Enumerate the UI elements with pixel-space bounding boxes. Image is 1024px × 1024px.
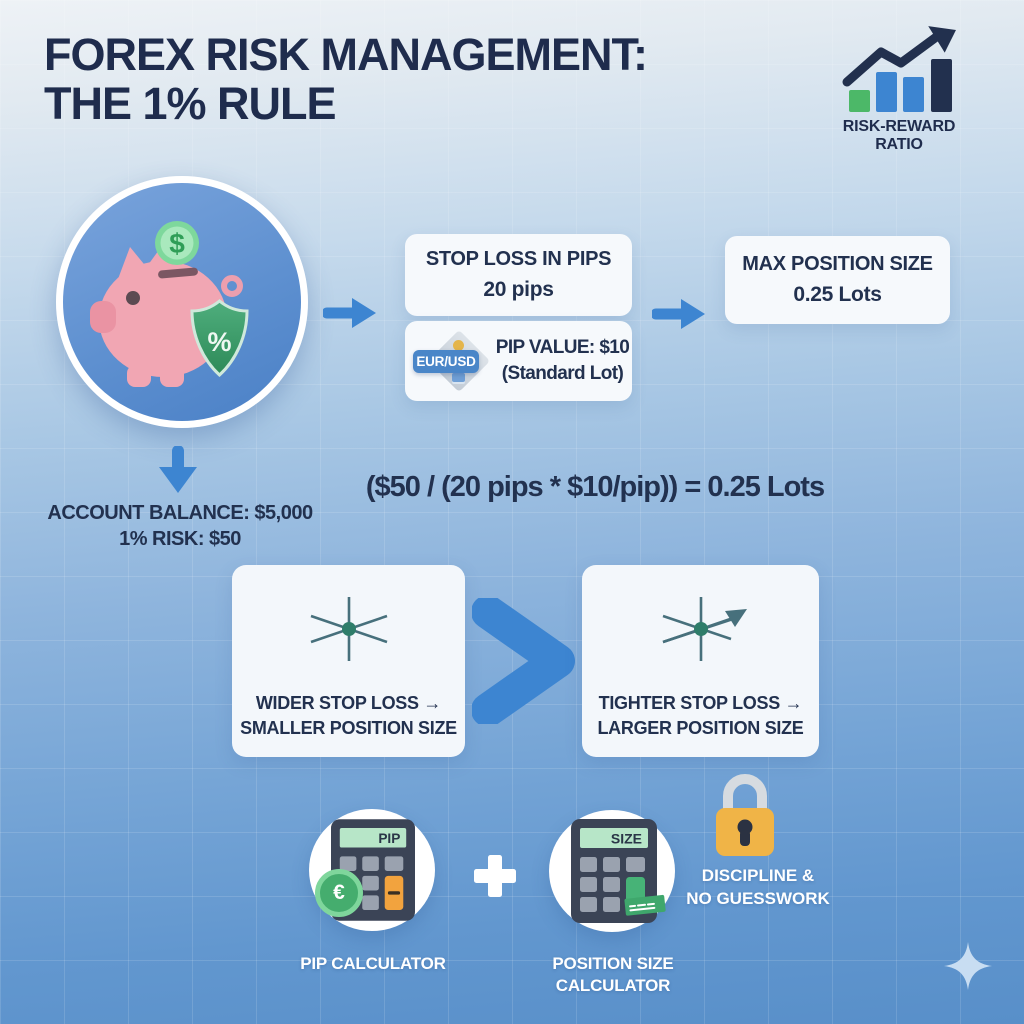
risk-amount-text: 1% RISK: $50 xyxy=(119,528,241,550)
coin-slot xyxy=(158,267,198,279)
wider-line1: WIDER STOP LOSS → xyxy=(255,693,442,713)
euro-symbol: € xyxy=(333,881,345,904)
arrow-right-icon xyxy=(323,298,376,328)
stop-loss-title: STOP LOSS IN PIPS xyxy=(425,248,612,270)
piggy-bank-icon: $ % xyxy=(90,221,249,387)
stop-loss-box: STOP LOSS IN PIPS 20 pips xyxy=(405,234,632,316)
pip-value-subtitle: (Standard Lot) xyxy=(501,363,624,384)
size-calculator-badge: SIZE xyxy=(549,810,675,932)
discipline-text: DISCIPLINE & NO GUESSWORK xyxy=(652,864,864,910)
bar-chart-icon xyxy=(842,26,956,112)
discipline-badge xyxy=(714,774,776,863)
stop-loss-value: 20 pips xyxy=(483,278,554,301)
shield-percent-icon: % xyxy=(190,299,249,378)
euro-coin-icon: € xyxy=(315,869,363,917)
greater-than-icon xyxy=(472,598,575,724)
tighter-stop-loss-box: TIGHTER STOP LOSS → LARGER POSITION SIZE xyxy=(582,565,819,757)
pip-value-title: PIP VALUE: $10 xyxy=(495,337,630,358)
max-position-title: MAX POSITION SIZE xyxy=(742,253,933,275)
eur-flag-dot xyxy=(453,340,464,351)
max-position-value: 0.25 Lots xyxy=(793,283,882,306)
piggy-bank-badge: $ % xyxy=(56,176,308,428)
position-size-formula: ($50 / (20 pips * $10/pip)) = 0.25 Lots xyxy=(365,471,825,503)
svg-text:$: $ xyxy=(169,228,185,259)
arrow-down-icon xyxy=(159,446,197,493)
title-line2: THE 1% RULE xyxy=(44,78,337,129)
svg-text:PIP: PIP xyxy=(378,831,400,846)
size-label-line2: CALCULATOR xyxy=(555,976,671,995)
asterisk-icon xyxy=(310,597,387,661)
size-label-line1: POSITION SIZE xyxy=(552,954,674,973)
dollar-coin-icon: $ xyxy=(155,221,199,265)
pip-calculator-badge: PIP € xyxy=(309,809,435,931)
wider-line2: SMALLER POSITION SIZE xyxy=(240,718,457,738)
account-balance-text: ACCOUNT BALANCE: $5,000 xyxy=(47,502,313,524)
tighter-line1: TIGHTER STOP LOSS → xyxy=(598,693,803,713)
pair-label: EUR/USD xyxy=(413,350,479,373)
sparkle-icon xyxy=(944,942,992,990)
risk-reward-badge: RISK-REWARD RATIO xyxy=(818,26,980,154)
max-position-box: MAX POSITION SIZE 0.25 Lots xyxy=(725,236,950,324)
usd-flag-dot xyxy=(452,373,465,382)
pig-snout xyxy=(90,301,116,333)
title-line1: FOREX RISK MANAGEMENT: xyxy=(44,29,648,80)
pig-eye xyxy=(126,291,140,305)
eurusd-pair-badge: EUR/USD xyxy=(411,329,499,393)
account-summary: ACCOUNT BALANCE: $5,000 1% RISK: $50 xyxy=(30,500,330,552)
size-calculator-label: POSITION SIZE CALCULATOR xyxy=(513,953,713,997)
tighter-line2: LARGER POSITION SIZE xyxy=(597,718,804,738)
plus-icon xyxy=(474,855,516,897)
size-calculator-icon: SIZE xyxy=(571,819,666,923)
wider-stop-loss-box: WIDER STOP LOSS → SMALLER POSITION SIZE xyxy=(232,565,465,757)
pig-tail xyxy=(221,275,243,297)
page-title: FOREX RISK MANAGEMENT: THE 1% RULE xyxy=(44,29,648,129)
asterisk-arrow-icon xyxy=(662,597,747,661)
lock-icon xyxy=(716,774,774,856)
arrow-right-icon xyxy=(652,299,705,329)
discipline-line1: DISCIPLINE & xyxy=(701,866,815,885)
label-tag-icon xyxy=(624,894,666,916)
svg-text:SIZE: SIZE xyxy=(611,831,642,847)
discipline-line2: NO GUESSWORK xyxy=(686,889,830,908)
svg-text:%: % xyxy=(207,327,231,357)
pip-calculator-label: PIP CALCULATOR xyxy=(300,954,446,973)
risk-reward-label: RISK-REWARD RATIO xyxy=(842,118,956,153)
pip-value-box: EUR/USD PIP VALUE: $10 (Standard Lot) xyxy=(405,321,632,401)
